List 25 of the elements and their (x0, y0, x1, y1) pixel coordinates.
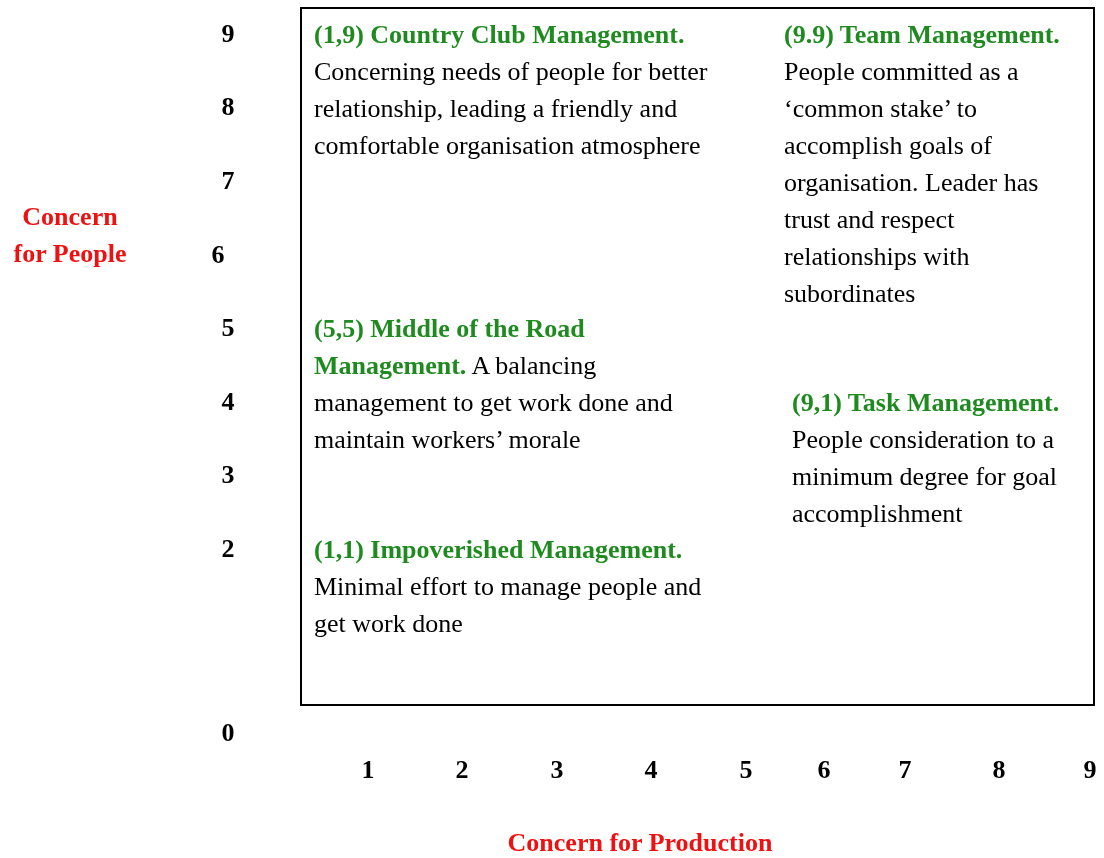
quadrant-description: (1,9) Country Club Management. Concerning needs of people for better relationship, leading a friendly and comfortable organisation atmosphere (314, 19, 709, 162)
axis-tick-label: 3 (220, 459, 236, 491)
axis-tick-label: 2 (220, 533, 236, 565)
axis-tick-label: 4 (643, 754, 659, 786)
axis-tick-label: 7 (897, 754, 913, 786)
axis-tick-label: 1 (360, 754, 376, 786)
axis-tick-label: 6 (816, 754, 832, 786)
axis-tick-label: 6 (210, 239, 226, 271)
axis-title: Concern for People (12, 201, 128, 270)
axis-tick-label: 8 (220, 91, 236, 123)
axis-tick-label: 5 (220, 312, 236, 344)
axis-tick-label: 7 (220, 165, 236, 197)
axis-tick-label: 0 (220, 717, 236, 749)
axis-tick-label: 3 (549, 754, 565, 786)
quadrant-description: (9.9) Team Management. People committed as a ‘common stake’ to accomplish goals of organisation. Leader has trust and respect relationships with subordinates (784, 19, 1061, 310)
quadrant-description: (5,5) Middle of the Road Management. A balancing management to get work done and maintain workers’ morale (314, 313, 674, 456)
axis-title: Concern for Production (506, 827, 774, 858)
axis-tick-label: 8 (991, 754, 1007, 786)
axis-tick-label: 5 (738, 754, 754, 786)
quadrant-description: (9,1) Task Management. People consideration to a minimum degree for goal accomplishment (792, 387, 1061, 530)
axis-tick-label: 2 (454, 754, 470, 786)
axis-tick-label: 9 (220, 18, 236, 50)
axis-tick-label: 4 (220, 386, 236, 418)
axis-tick-label: 9 (1082, 754, 1098, 786)
quadrant-description: (1,1) Impoverished Management. Minimal effort to manage people and get work done (314, 534, 703, 640)
